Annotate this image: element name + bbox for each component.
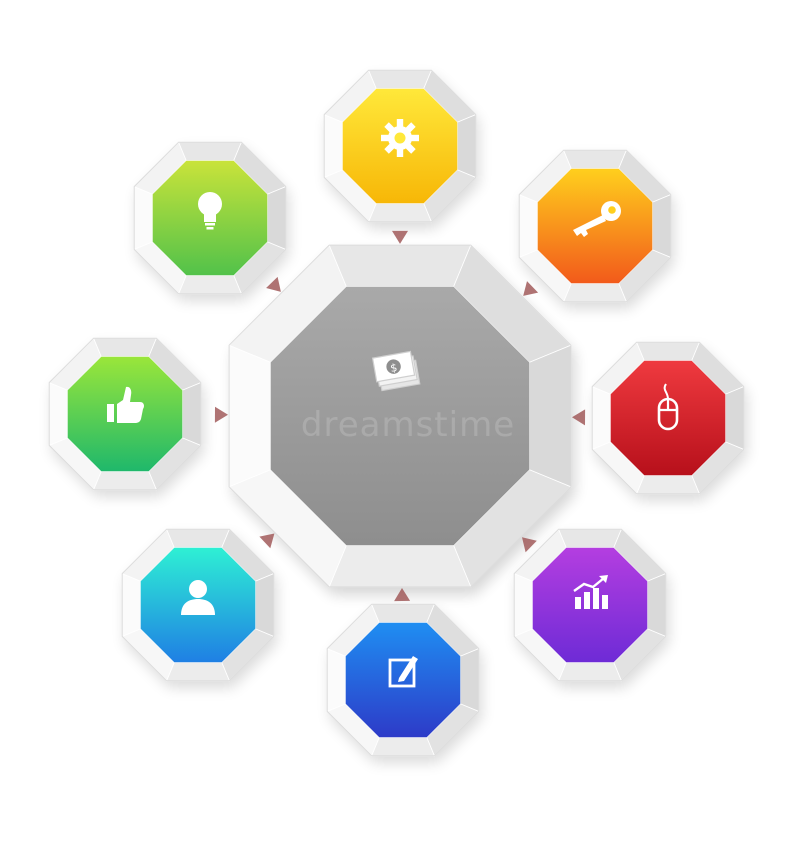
node-idea[interactable]: [133, 141, 287, 295]
key-icon: [573, 201, 621, 237]
user-icon: [181, 580, 215, 615]
node-user[interactable]: [121, 528, 275, 682]
edit-note-icon: [388, 656, 418, 688]
computer-mouse-icon: [657, 383, 679, 431]
connector-arrow-settings: [392, 230, 408, 244]
connector-arrow-growth: [522, 537, 537, 553]
node-face-key: [537, 168, 653, 284]
node-settings[interactable]: [323, 69, 477, 223]
center-hub-face: [270, 286, 530, 546]
connector-arrow-mouse: [572, 409, 586, 426]
node-mouse[interactable]: [591, 341, 745, 495]
connector-arrow-user: [259, 533, 275, 549]
connector-arrow-edit: [394, 588, 411, 602]
gear-icon: [381, 119, 419, 157]
connector-arrow-idea: [266, 276, 281, 292]
node-growth[interactable]: [513, 528, 667, 682]
bar-chart-growth-icon: [573, 575, 608, 609]
svg-text:$: $: [389, 361, 398, 375]
center-hub: $: [228, 244, 572, 588]
thumbs-up-icon: [107, 386, 144, 423]
node-like[interactable]: [48, 337, 202, 491]
dollar-bills-icon: $: [371, 350, 421, 392]
node-face-mouse: [610, 360, 726, 476]
connector-arrow-like: [214, 406, 228, 423]
node-edit[interactable]: [326, 603, 480, 757]
connector-arrow-key: [523, 281, 539, 296]
lightbulb-icon: [198, 192, 222, 230]
node-key[interactable]: [518, 149, 672, 303]
